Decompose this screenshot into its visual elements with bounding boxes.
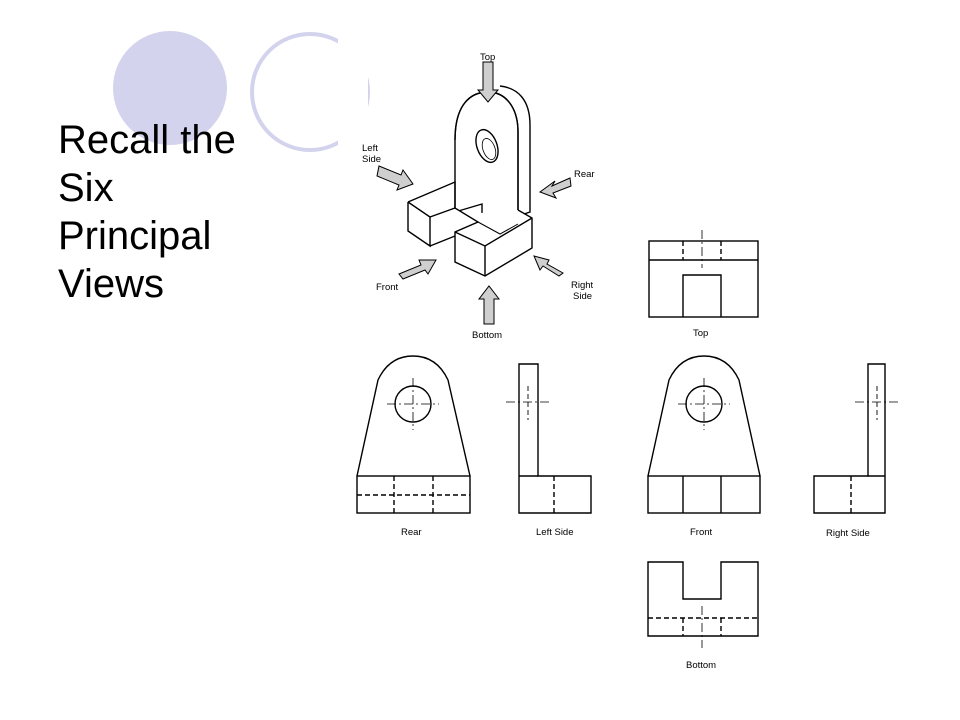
filled-circle-decoration <box>113 31 227 145</box>
bottom-arrow <box>477 285 501 325</box>
view-label-bottom: Bottom <box>686 660 716 671</box>
view-label-right-side: Right Side <box>826 528 870 539</box>
right-side-view: Right Side <box>813 363 900 539</box>
label-left-pictorial-2: Side <box>362 154 381 165</box>
left-side-arrow <box>376 165 414 191</box>
view-label-rear: Rear <box>401 527 422 538</box>
view-label-top: Top <box>693 328 708 339</box>
label-right-pictorial-1: Right <box>571 280 594 291</box>
title-line-4: Views <box>58 262 164 306</box>
pictorial-object <box>407 85 533 277</box>
pictorial-arrows <box>376 61 572 325</box>
left-side-view: Left Side <box>506 363 592 538</box>
label-bottom-pictorial: Bottom <box>472 330 502 341</box>
right-side-arrow <box>533 255 564 277</box>
pictorial-hole <box>475 128 499 164</box>
label-right-pictorial-2: Side <box>573 291 592 302</box>
title-line-3: Principal <box>58 214 212 258</box>
view-label-front: Front <box>690 527 713 538</box>
view-label-left-side: Left Side <box>536 527 574 538</box>
slide-title: Recall the Six Principal Views <box>58 116 298 308</box>
rear-arrow <box>538 177 572 199</box>
bottom-view: Bottom <box>647 561 759 671</box>
title-line-1: Recall the <box>58 118 236 162</box>
label-top-pictorial: Top <box>480 52 495 63</box>
title-line-2: Six <box>58 166 114 210</box>
top-view: Top <box>648 230 759 339</box>
label-rear-pictorial: Rear <box>574 169 595 180</box>
front-arrow <box>398 259 437 280</box>
top-arrow <box>476 61 500 103</box>
front-view: Front <box>647 355 761 538</box>
label-front-pictorial: Front <box>376 282 399 293</box>
label-left-pictorial-1: Left <box>362 143 378 154</box>
rear-view: Rear <box>356 355 471 538</box>
